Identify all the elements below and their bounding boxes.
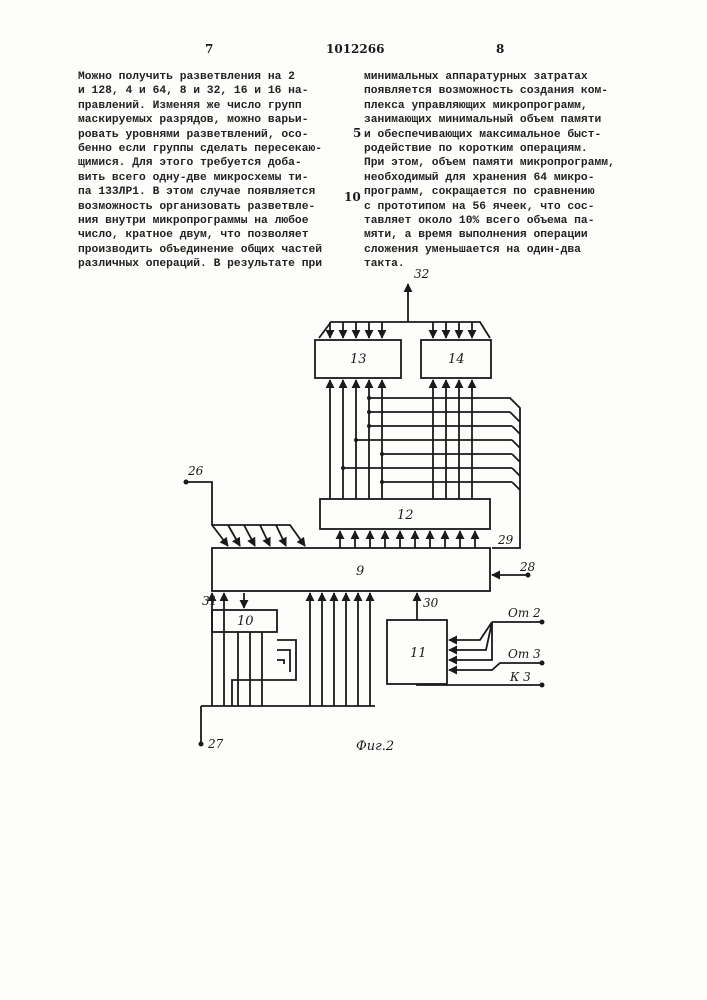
label-32: 32 — [414, 267, 429, 281]
label-28: 28 — [519, 560, 536, 574]
label-26: 26 — [187, 464, 204, 478]
block-13-label: 13 — [350, 352, 367, 367]
block-14-label: 14 — [448, 352, 465, 367]
label-27: 27 — [207, 737, 224, 751]
block-12-label: 12 — [397, 508, 414, 523]
label-from-3: От 3 — [508, 647, 541, 661]
label-k3: К 3 — [509, 670, 531, 684]
label-from-2: От 2 — [508, 606, 541, 620]
label-31: 31 — [202, 594, 217, 608]
label-30: 30 — [423, 596, 439, 610]
label-29: 29 — [497, 533, 514, 547]
block-9 — [212, 548, 490, 591]
block-9-label: 9 — [356, 564, 364, 579]
figure-caption: Фиг.2 — [356, 739, 394, 754]
block-10-label: 10 — [237, 614, 254, 629]
block-11-label: 11 — [410, 646, 427, 661]
